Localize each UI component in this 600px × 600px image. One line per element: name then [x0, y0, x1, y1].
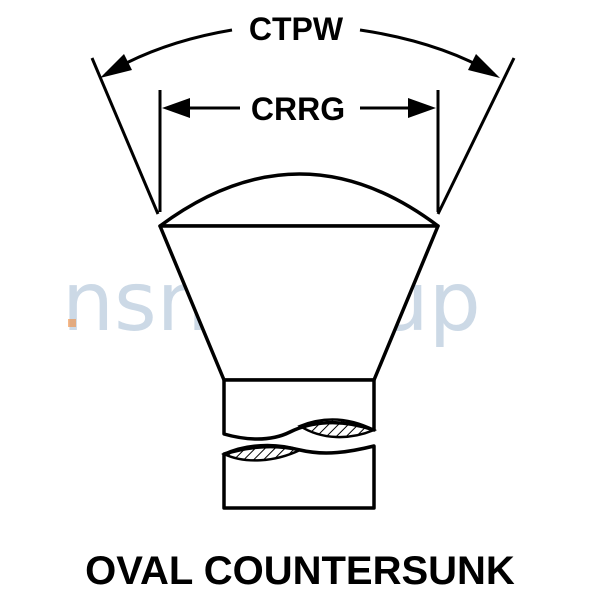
crrg-label: CRRG: [251, 91, 345, 127]
extension-lines: [90, 57, 516, 215]
crrg-arrow-left: [162, 98, 190, 118]
screw-body: [158, 172, 440, 510]
crrg-dimension: CRRG: [162, 91, 436, 127]
oval-head-top: [158, 172, 440, 228]
ctpw-arrow-right: [468, 54, 500, 78]
crrg-arrow-right: [408, 98, 436, 118]
countersunk-cone: [158, 224, 440, 382]
break-hatch-lower: [221, 443, 304, 462]
ctpw-dimension: CTPW: [100, 11, 500, 78]
right-angle-extension-line: [436, 57, 516, 215]
diagram-title: OVAL COUNTERSUNK: [85, 549, 515, 593]
break-symbol: [221, 418, 378, 462]
ctpw-arrow-left: [100, 54, 132, 78]
left-angle-extension-line: [90, 57, 160, 215]
ctpw-label: CTPW: [249, 11, 344, 47]
watermark-accent-dot: [68, 319, 76, 327]
break-hatch-upper: [297, 418, 378, 439]
